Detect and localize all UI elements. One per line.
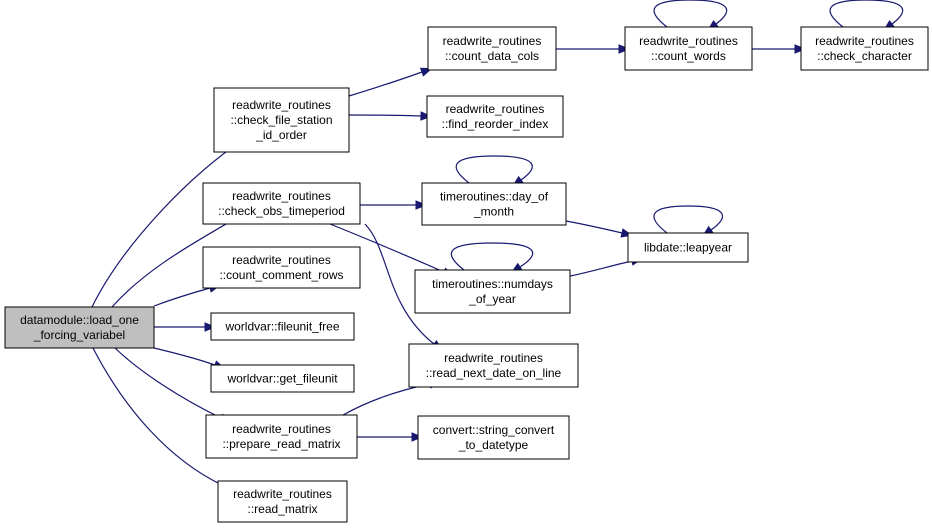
edge-check-file-to-find-reorder-arrowhead <box>420 111 433 121</box>
node-label-count-words-line-0: readwrite_routines <box>639 34 738 48</box>
node-numdays[interactable]: timeroutines::numdays_of_year <box>414 269 571 314</box>
node-label-count-words-line-1: ::count_words <box>651 49 726 63</box>
edge-load-one-to-fileunit-free-arrowhead <box>204 322 217 332</box>
edge-prepare-read-to-read-next-date <box>342 383 431 416</box>
edge-load-one-to-prepare-read <box>114 347 222 419</box>
nodes-layer: datamodule::load_one_forcing_variabelrea… <box>4 26 929 523</box>
edge-prepare-read-to-string-convert-arrowhead <box>411 432 424 442</box>
node-box-count-comment <box>202 246 361 289</box>
self-loop-numdays <box>450 242 534 271</box>
node-label-check-file-line-1: ::check_file_station <box>230 113 332 127</box>
edge-day-of-month-to-leapyear <box>565 220 623 234</box>
node-box-string-convert <box>417 415 570 460</box>
node-label-check-obs-line-1: ::check_obs_timeperiod <box>218 204 345 218</box>
edge-count-data-cols-to-count-words-arrowhead <box>618 44 631 54</box>
node-label-numdays-line-0: timeroutines::numdays <box>432 277 553 291</box>
node-label-string-convert-line-0: convert::string_convert <box>433 423 555 437</box>
edge-load-one-to-check-obs <box>111 219 234 308</box>
node-box-read-matrix <box>217 480 348 523</box>
node-label-string-convert-line-1: _to_datetype <box>458 438 529 452</box>
node-prepare-read[interactable]: readwrite_routines::prepare_read_matrix <box>205 414 358 459</box>
node-box-get-fileunit <box>210 364 355 393</box>
node-box-fileunit-free <box>210 312 355 341</box>
self-loop-count-words <box>653 0 728 28</box>
node-box-count-words <box>624 26 753 71</box>
node-load-one[interactable]: datamodule::load_one_forcing_variabel <box>4 306 155 349</box>
node-check-character[interactable]: readwrite_routines::check_character <box>800 26 929 71</box>
edge-numdays-to-leapyear <box>569 260 633 277</box>
node-day-of-month[interactable]: timeroutines::day_of_month <box>421 182 567 226</box>
node-check-obs[interactable]: readwrite_routines::check_obs_timeperiod <box>202 182 361 225</box>
node-leapyear[interactable]: libdate::leapyear <box>627 232 749 263</box>
node-box-check-file <box>213 87 350 153</box>
node-count-words[interactable]: readwrite_routines::count_words <box>624 26 753 71</box>
node-string-convert[interactable]: convert::string_convert_to_datetype <box>417 415 570 460</box>
node-get-fileunit[interactable]: worldvar::get_fileunit <box>210 364 355 393</box>
node-box-day-of-month <box>421 182 567 226</box>
node-box-check-obs <box>202 182 361 225</box>
edge-load-one-to-read-matrix <box>92 347 223 486</box>
node-label-check-character-line-1: ::check_character <box>817 49 912 63</box>
node-box-count-data-cols <box>427 26 557 71</box>
node-label-fileunit-free-line-0: worldvar::fileunit_free <box>224 320 339 334</box>
node-check-file[interactable]: readwrite_routines::check_file_station_i… <box>213 87 350 153</box>
node-label-check-file-line-2: _id_order <box>255 128 307 142</box>
node-label-read-matrix-line-0: readwrite_routines <box>233 487 332 501</box>
edge-load-one-to-get-fileunit <box>153 347 216 366</box>
node-label-day-of-month-line-1: _month <box>473 205 514 219</box>
node-box-numdays <box>414 269 571 314</box>
edge-check-file-to-find-reorder <box>348 114 422 117</box>
edge-load-one-to-check-file <box>91 145 235 308</box>
node-find-reorder[interactable]: readwrite_routines::find_reorder_index <box>426 95 564 138</box>
node-label-load-one-line-0: datamodule::load_one <box>20 313 139 327</box>
node-label-find-reorder-line-1: ::find_reorder_index <box>442 117 549 131</box>
edge-check-obs-to-read-next-date <box>364 223 435 345</box>
node-label-check-obs-line-0: readwrite_routines <box>232 189 331 203</box>
node-fileunit-free[interactable]: worldvar::fileunit_free <box>210 312 355 341</box>
node-label-prepare-read-line-1: ::prepare_read_matrix <box>222 437 340 451</box>
node-label-count-data-cols-line-0: readwrite_routines <box>443 34 542 48</box>
node-label-count-data-cols-line-1: ::count_data_cols <box>445 49 539 63</box>
node-label-numdays-line-1: _of_year <box>468 292 516 306</box>
node-label-load-one-line-1: _forcing_variabel <box>33 328 125 342</box>
node-count-data-cols[interactable]: readwrite_routines::count_data_cols <box>427 26 557 71</box>
node-label-read-next-date-line-0: readwrite_routines <box>444 351 543 365</box>
node-label-check-file-line-0: readwrite_routines <box>232 98 331 112</box>
edge-check-obs-to-day-of-month-arrowhead <box>415 200 428 210</box>
edge-check-file-to-count-data-cols <box>348 71 423 97</box>
self-loop-leapyear <box>653 205 723 234</box>
node-count-comment[interactable]: readwrite_routines::count_comment_rows <box>202 246 361 289</box>
edge-check-obs-to-numdays <box>329 223 445 273</box>
node-label-read-next-date-line-1: ::read_next_date_on_line <box>426 366 562 380</box>
node-label-prepare-read-line-0: readwrite_routines <box>232 422 331 436</box>
edge-count-words-to-check-character-arrowhead <box>794 44 807 54</box>
node-label-read-matrix-line-1: ::read_matrix <box>247 502 317 516</box>
node-label-count-comment-line-1: ::count_comment_rows <box>219 268 343 282</box>
node-box-load-one <box>4 306 155 349</box>
edge-load-one-to-count-comment <box>153 287 211 307</box>
node-label-count-comment-line-0: readwrite_routines <box>232 253 331 267</box>
node-box-read-next-date <box>408 343 579 388</box>
self-loop-day-of-month <box>455 155 533 184</box>
node-box-find-reorder <box>426 95 564 138</box>
node-box-check-character <box>800 26 929 71</box>
node-label-get-fileunit-line-0: worldvar::get_fileunit <box>226 372 338 386</box>
node-read-matrix[interactable]: readwrite_routines::read_matrix <box>217 480 348 523</box>
node-label-check-character-line-0: readwrite_routines <box>815 34 914 48</box>
node-label-day-of-month-line-0: timeroutines::day_of <box>440 190 549 204</box>
node-read-next-date[interactable]: readwrite_routines::read_next_date_on_li… <box>408 343 579 388</box>
node-label-leapyear-line-0: libdate::leapyear <box>644 241 732 255</box>
node-label-find-reorder-line-0: readwrite_routines <box>446 102 545 116</box>
node-box-leapyear <box>627 232 749 263</box>
node-box-prepare-read <box>205 414 358 459</box>
self-loop-check-character <box>829 0 904 28</box>
